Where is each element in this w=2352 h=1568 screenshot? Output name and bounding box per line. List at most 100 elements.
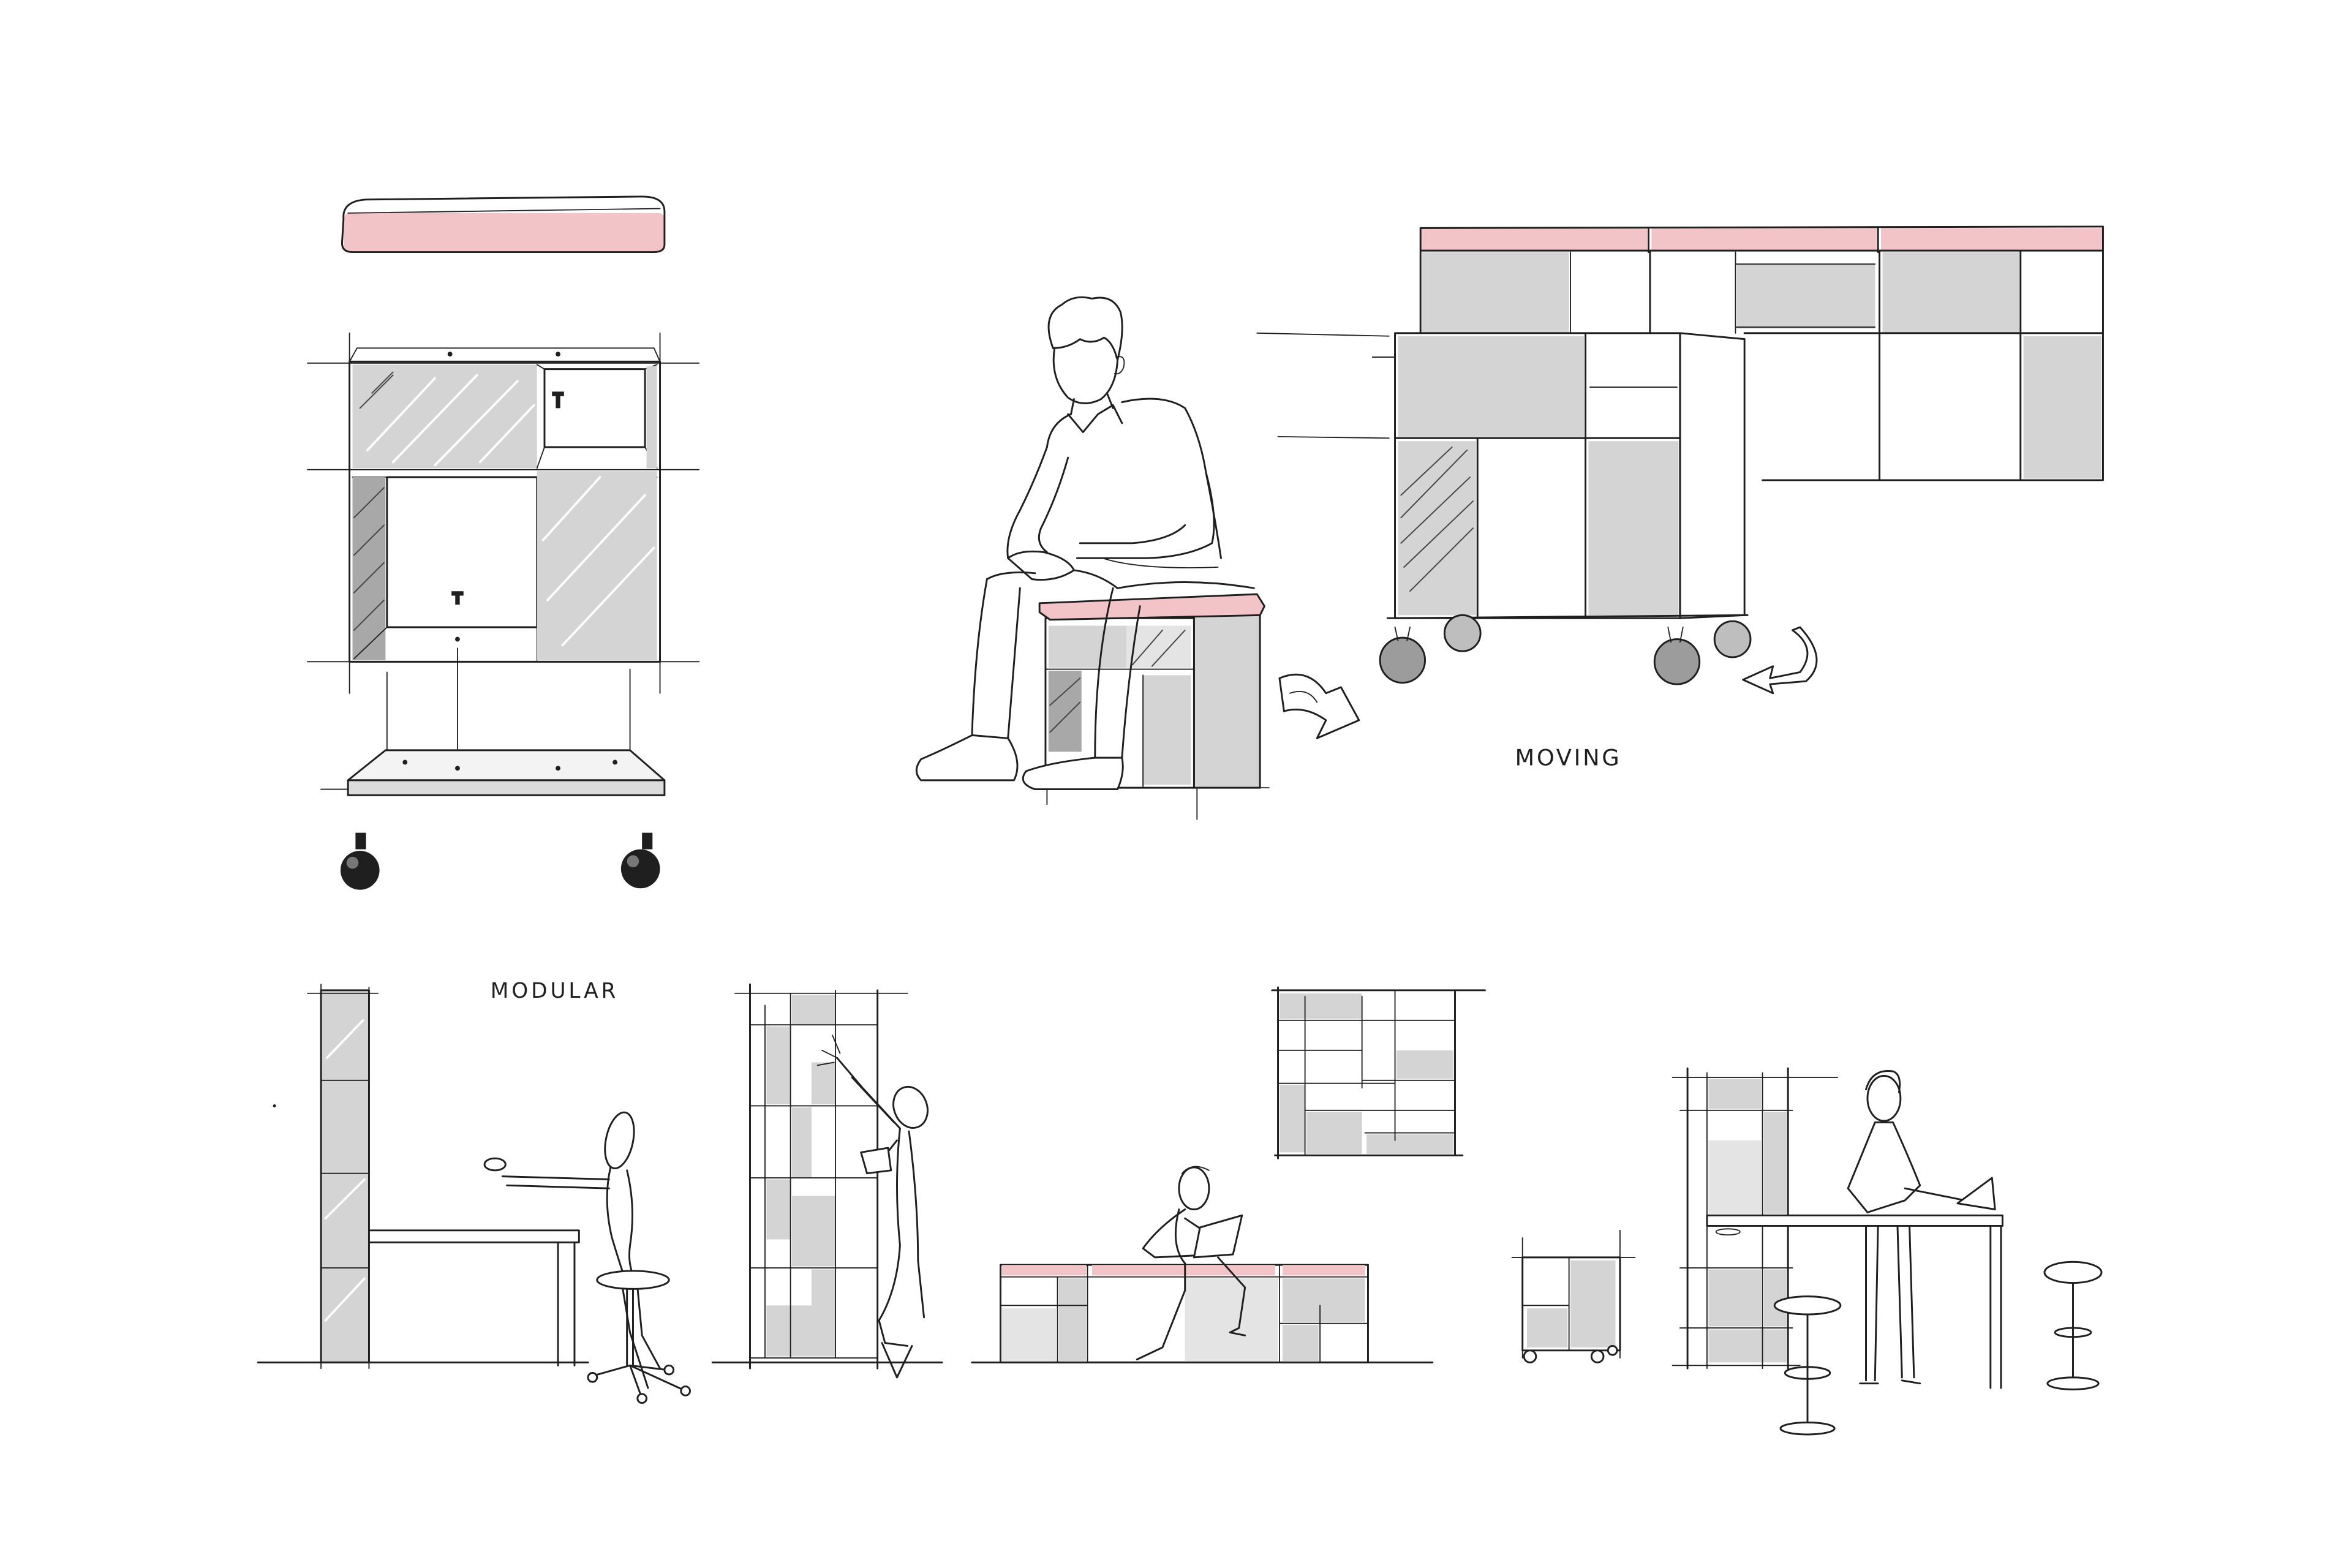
cabinet-panel bbox=[1422, 252, 1569, 333]
screw-hole bbox=[612, 760, 617, 765]
cabinet-panel bbox=[1398, 336, 1585, 437]
bench-panel bbox=[1001, 1308, 1057, 1361]
wall-cube-grid bbox=[1277, 989, 1456, 1156]
person-hair bbox=[1865, 1070, 1901, 1093]
arrow-inner-stroke bbox=[1289, 691, 1318, 703]
wall-cube-panel bbox=[1306, 1112, 1362, 1154]
wall-cube-panel bbox=[1279, 1085, 1305, 1153]
shelf-block bbox=[766, 1026, 791, 1105]
assembly-guides bbox=[386, 647, 631, 766]
person-torso bbox=[1847, 1121, 1921, 1213]
laptop bbox=[1956, 1177, 1996, 1210]
caster-wheel bbox=[620, 849, 660, 889]
base-plate-front bbox=[347, 779, 666, 796]
shelf-block bbox=[811, 1062, 836, 1105]
wall-cube-panel bbox=[1366, 1134, 1454, 1154]
cube-top-edge bbox=[349, 347, 661, 363]
curved-arrow-icon bbox=[1278, 673, 1360, 739]
cart-lines bbox=[1511, 1229, 1636, 1359]
stool-caster bbox=[680, 1385, 691, 1396]
person-arm bbox=[501, 1175, 610, 1189]
seat-cube-lower-panel bbox=[1048, 671, 1082, 752]
person-legs bbox=[1136, 1256, 1246, 1360]
panel-hatch bbox=[541, 476, 655, 647]
seat-cushion bbox=[341, 195, 666, 254]
screw-hole bbox=[455, 636, 460, 642]
standing-person-at-table bbox=[1847, 1070, 1996, 1385]
held-book bbox=[860, 1147, 892, 1175]
seat-cube-upper-shelf bbox=[1048, 625, 1127, 668]
panel-hatch bbox=[359, 371, 394, 409]
person-head bbox=[892, 1085, 929, 1129]
stool-pole bbox=[626, 1287, 634, 1366]
shelf-block bbox=[766, 1179, 791, 1240]
screw-hole bbox=[556, 352, 560, 357]
wall-cubes bbox=[1271, 986, 1486, 1159]
open-book bbox=[1193, 1214, 1243, 1259]
man-hands bbox=[1007, 550, 1075, 581]
cart-panel bbox=[1570, 1260, 1616, 1348]
seat-cushion bbox=[1038, 593, 1265, 621]
table-cup bbox=[1715, 1228, 1741, 1236]
panel-hatch bbox=[1132, 629, 1186, 667]
wall-cube-panel bbox=[1279, 993, 1362, 1019]
caster-highlight bbox=[346, 856, 359, 869]
man-near-thigh bbox=[1073, 569, 1255, 589]
cushion-segment bbox=[1420, 228, 1647, 251]
base-plate bbox=[320, 749, 666, 796]
shelf-block bbox=[792, 1107, 812, 1178]
phone-in-hand bbox=[483, 1157, 507, 1172]
shelf-panel bbox=[1708, 1329, 1787, 1363]
wall-cube-panel bbox=[1396, 1050, 1454, 1079]
guide-line bbox=[307, 984, 379, 1370]
cabinet-panel bbox=[1588, 441, 1679, 616]
bench-scene bbox=[971, 986, 1486, 1363]
panel-hatch bbox=[1400, 447, 1474, 592]
curved-arrow-icon bbox=[1742, 626, 1818, 695]
caster-fork bbox=[1394, 627, 1684, 643]
caster-wheel bbox=[1653, 638, 1701, 685]
cart-wheel bbox=[1523, 1349, 1537, 1363]
stool-base bbox=[591, 1364, 684, 1400]
shelf-block bbox=[811, 1269, 836, 1357]
cabinet-panel bbox=[1882, 252, 2019, 333]
stool-foot-ring bbox=[2054, 1327, 2092, 1338]
bench-cushion bbox=[1091, 1265, 1275, 1276]
down-arrow-icon bbox=[881, 1342, 913, 1379]
reaching-person bbox=[816, 1035, 929, 1379]
cabinet-panel bbox=[1736, 264, 1875, 329]
person-arm bbox=[1904, 1187, 1966, 1202]
man-near-arm bbox=[1006, 446, 1069, 559]
bar-stool-left bbox=[1773, 1295, 1842, 1436]
man-far-lower-leg bbox=[971, 578, 1021, 739]
cushion-segment bbox=[1881, 228, 2103, 251]
screw-icon bbox=[552, 391, 564, 409]
cabinet-lines bbox=[1570, 251, 1876, 334]
front-moving-cabinet bbox=[1386, 332, 1749, 619]
cushion-outline bbox=[341, 195, 666, 254]
panel-hatch bbox=[324, 1019, 366, 1322]
screw-hole bbox=[455, 766, 460, 771]
exploded-cube-module bbox=[307, 195, 700, 890]
shelf-panel bbox=[1708, 1079, 1762, 1109]
cushion-top-edge bbox=[347, 208, 661, 214]
column-dividers bbox=[320, 1079, 370, 1268]
shelf-grid bbox=[734, 989, 908, 1359]
cushion-pink-body bbox=[343, 213, 665, 252]
person-raised-arm bbox=[836, 1057, 901, 1129]
cabinet-panel bbox=[2023, 336, 2102, 479]
screw-hole bbox=[402, 760, 408, 765]
man-face bbox=[1052, 347, 1118, 404]
wall-cube-grid bbox=[1271, 986, 1486, 1159]
cabinet-lines bbox=[1386, 332, 1749, 619]
bench-cushion bbox=[1282, 1265, 1365, 1276]
bottom-left-side-panel bbox=[352, 477, 386, 660]
man-near-lower-leg bbox=[1094, 587, 1141, 759]
seated-man bbox=[915, 296, 1255, 791]
stool-base bbox=[2046, 1376, 2100, 1390]
man-far-foot bbox=[915, 734, 1019, 782]
top-right-back-panel bbox=[543, 368, 646, 448]
caster-stem bbox=[355, 832, 366, 850]
stool-seat bbox=[596, 1270, 670, 1290]
stool-caster bbox=[587, 1372, 598, 1383]
